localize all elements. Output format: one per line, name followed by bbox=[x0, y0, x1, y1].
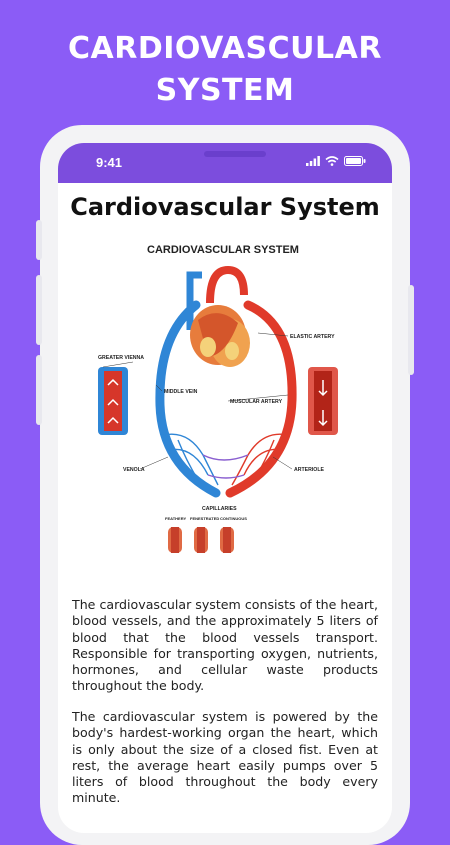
artery-vessel bbox=[225, 300, 297, 498]
phone-notch bbox=[204, 151, 266, 157]
capillary-network bbox=[163, 433, 289, 486]
status-time: 9:41 bbox=[96, 155, 123, 170]
label-arteriole: ARTERIOLE bbox=[294, 467, 325, 473]
label-elastic-artery: ELASTIC ARTERY bbox=[290, 334, 335, 340]
label-capillaries: CAPILLARIES bbox=[202, 506, 237, 512]
phone-side-button bbox=[36, 220, 42, 260]
vein-vessel bbox=[155, 300, 221, 498]
promo-headline: CARDIOVASCULAR SYSTEM bbox=[0, 28, 450, 112]
phone-power-button bbox=[408, 285, 414, 375]
label-muscular-artery: MUSCULAR ARTERY bbox=[230, 399, 283, 405]
promo-headline-line2: SYSTEM bbox=[155, 73, 295, 108]
description-paragraph-1: The cardiovascular system consists of th… bbox=[72, 597, 378, 694]
label-venola: VENOLA bbox=[123, 467, 145, 473]
description-paragraph-2: The cardiovascular system is powered by … bbox=[72, 709, 378, 806]
wifi-icon bbox=[325, 156, 339, 166]
aorta-arch bbox=[206, 265, 248, 304]
label-fenestrated: FENESTRATED bbox=[190, 516, 219, 521]
vena-cava bbox=[186, 271, 202, 330]
artery-cross-section bbox=[308, 367, 338, 435]
cardiovascular-diagram: CARDIOVASCULAR SYSTEM bbox=[98, 244, 338, 553]
phone-frame: 9:41 bbox=[36, 125, 414, 845]
promo-headline-line1: CARDIOVASCULAR bbox=[68, 31, 382, 66]
status-bar: 9:41 bbox=[58, 143, 392, 183]
phone-volume-down-button bbox=[36, 355, 42, 425]
label-greater-vienna: GREATER VIENNA bbox=[98, 355, 144, 361]
phone-screen: 9:41 bbox=[58, 143, 392, 833]
battery-icon bbox=[344, 156, 366, 166]
diagram-title: CARDIOVASCULAR SYSTEM bbox=[147, 244, 299, 256]
vein-cross-section bbox=[98, 367, 128, 435]
label-continuous: CONTINUOUS bbox=[220, 516, 247, 521]
page-title: Cardiovascular System bbox=[70, 193, 380, 221]
status-icons bbox=[306, 156, 366, 166]
signal-icon bbox=[306, 156, 320, 166]
label-middle-vein: MIDDLE VEIN bbox=[164, 389, 198, 395]
heart-illustration bbox=[190, 305, 250, 367]
capillary-samples bbox=[168, 527, 234, 553]
label-feathery: FEATHERY bbox=[165, 516, 186, 521]
phone-volume-up-button bbox=[36, 275, 42, 345]
